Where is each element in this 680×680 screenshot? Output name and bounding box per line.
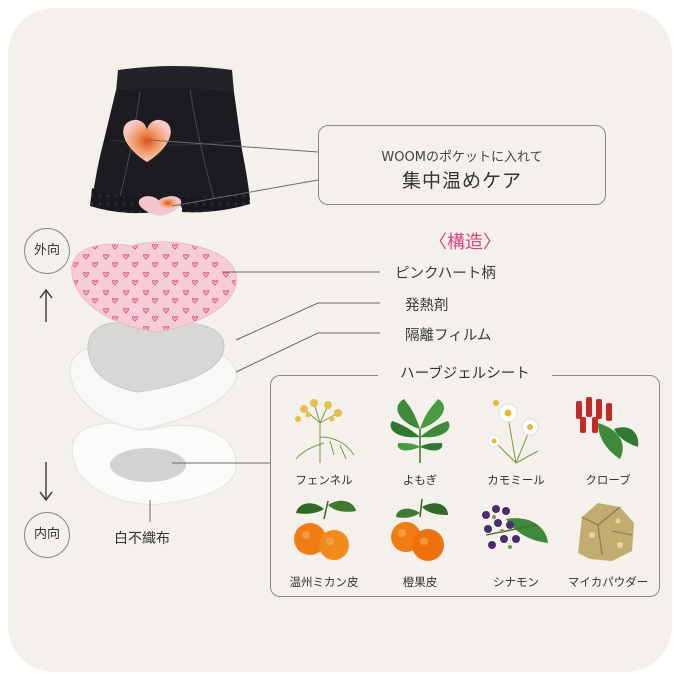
mandarin-peel-icon	[294, 500, 356, 560]
shorts-garment	[90, 66, 250, 214]
layer-label-heating-agent: 発熱剤	[405, 298, 449, 314]
callout-line2: 集中温めケア	[401, 170, 522, 192]
herb-name-clove: クローブ	[585, 473, 631, 487]
herb-name-cinnamon: シナモン	[493, 575, 539, 589]
white-nonwoven-layer	[71, 422, 237, 506]
pocket-callout-box: WOOMのポケットに入れて 集中温めケア	[318, 125, 606, 205]
chamomile-icon	[487, 400, 539, 464]
inner-direction-badge: 内向	[24, 512, 70, 558]
cinnamon-icon	[482, 505, 548, 549]
layer-label-white-nonwoven: 白不織布	[114, 531, 170, 547]
herb-gel-sheet-title: ハーブジェルシート	[378, 362, 552, 383]
layer-label-isolation-film: 隔離フィルム	[405, 328, 492, 344]
bitter-orange-peel-icon	[391, 498, 448, 561]
clove-icon	[576, 397, 639, 459]
pink-heart-layer	[71, 241, 237, 333]
outer-direction-badge: 外向	[24, 228, 70, 274]
heart-pocket	[123, 119, 171, 162]
down-arrow-icon	[39, 462, 53, 502]
herb-name-fennel: フェンネル	[295, 473, 353, 487]
herb-name-mica-powder: マイカパウダー	[567, 575, 649, 589]
herb-name-chamomile: カモミール	[487, 473, 545, 487]
layer-label-pink-heart: ピンクハート柄	[395, 266, 496, 282]
up-arrow-icon	[39, 288, 53, 322]
herb-name-mugwort: よもぎ	[402, 473, 438, 487]
mugwort-icon	[390, 399, 450, 463]
herb-name-bitter-orange-peel: 橙果皮	[402, 575, 438, 589]
herb-name-mandarin-peel: 温州ミカン皮	[289, 575, 359, 589]
structure-title: 〈構造〉	[429, 232, 501, 253]
mica-powder-icon	[578, 503, 634, 561]
callout-line1: WOOMのポケットに入れて	[381, 150, 543, 165]
fennel-icon	[295, 399, 355, 463]
